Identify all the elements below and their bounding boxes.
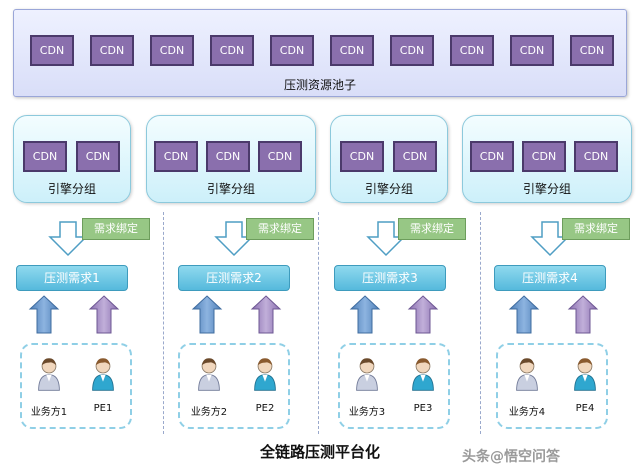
team-group-1: 业务方1 PE1: [20, 343, 132, 429]
watermark: 头条@悟空问答: [462, 449, 560, 465]
down-arrow-icon: [530, 221, 570, 257]
pe-label: PE3: [413, 403, 433, 414]
group-cdn-node: CDN: [23, 141, 67, 172]
pool-cdn-node: CDN: [330, 35, 374, 66]
pool-cdn-node: CDN: [90, 35, 134, 66]
up-arrow-icon: [191, 295, 223, 334]
business-person-icon: [196, 355, 222, 391]
up-arrow-icon: [407, 295, 439, 334]
binding-tag-1: 需求绑定: [82, 218, 150, 240]
pe-engineer-icon: [252, 355, 278, 391]
business-label: 业务方3: [348, 407, 386, 418]
business-label: 业务方1: [30, 407, 68, 418]
up-arrow-icon: [567, 295, 599, 334]
pool-cdn-node: CDN: [510, 35, 554, 66]
stress-request-1: 压测需求1: [16, 265, 128, 291]
pe-engineer-icon: [410, 355, 436, 391]
pool-cdn-node: CDN: [270, 35, 314, 66]
group-cdn-node: CDN: [206, 141, 250, 172]
up-arrow-icon: [28, 295, 60, 334]
down-arrow-icon: [48, 221, 88, 257]
column-divider: [318, 212, 319, 434]
business-label: 业务方2: [190, 407, 228, 418]
team-group-4: 业务方4 PE4: [496, 343, 608, 429]
up-arrow-icon: [250, 295, 282, 334]
pool-cdn-node: CDN: [570, 35, 614, 66]
engine-group-label: 引擎分组: [47, 182, 96, 196]
up-arrow-icon: [508, 295, 540, 334]
engine-group-1: CDN CDN 引擎分组: [13, 115, 131, 203]
pe-engineer-icon: [90, 355, 116, 391]
engine-group-label: 引擎分组: [364, 182, 413, 196]
engine-group-2: CDN CDN CDN 引擎分组: [146, 115, 316, 203]
pool-cdn-node: CDN: [150, 35, 194, 66]
column-divider: [480, 212, 481, 434]
binding-tag-2: 需求绑定: [246, 218, 314, 240]
binding-tag-3: 需求绑定: [398, 218, 466, 240]
up-arrow-icon: [349, 295, 381, 334]
down-arrow-icon: [214, 221, 254, 257]
group-cdn-node: CDN: [154, 141, 198, 172]
business-person-icon: [354, 355, 380, 391]
diagram-title: 全链路压测平台化: [259, 443, 380, 461]
binding-tag-4: 需求绑定: [562, 218, 630, 240]
business-label: 业务方4: [508, 407, 546, 418]
team-group-3: 业务方3 PE3: [338, 343, 450, 429]
group-cdn-node: CDN: [340, 141, 384, 172]
pe-label: PE2: [255, 403, 275, 414]
pool-cdn-node: CDN: [390, 35, 434, 66]
team-group-2: 业务方2 PE2: [178, 343, 290, 429]
engine-group-3: CDN CDN 引擎分组: [330, 115, 448, 203]
column-divider: [163, 212, 164, 434]
business-person-icon: [514, 355, 540, 391]
stress-request-4: 压测需求4: [494, 265, 606, 291]
pool-label: 压测资源池子: [283, 78, 356, 92]
group-cdn-node: CDN: [76, 141, 120, 172]
up-arrow-icon: [88, 295, 120, 334]
stress-request-3: 压测需求3: [334, 265, 446, 291]
pe-label: PE1: [93, 403, 113, 414]
business-person-icon: [36, 355, 62, 391]
group-cdn-node: CDN: [574, 141, 618, 172]
group-cdn-node: CDN: [258, 141, 302, 172]
group-cdn-node: CDN: [470, 141, 514, 172]
group-cdn-node: CDN: [522, 141, 566, 172]
engine-group-4: CDN CDN CDN 引擎分组: [462, 115, 632, 203]
engine-group-label: 引擎分组: [206, 182, 255, 196]
stress-request-2: 压测需求2: [178, 265, 290, 291]
pool-cdn-node: CDN: [450, 35, 494, 66]
pe-label: PE4: [575, 403, 595, 414]
engine-group-label: 引擎分组: [522, 182, 571, 196]
pool-cdn-node: CDN: [210, 35, 254, 66]
stress-resource-pool: CDN CDN CDN CDN CDN CDN CDN CDN CDN CDN …: [13, 9, 627, 97]
pe-engineer-icon: [572, 355, 598, 391]
group-cdn-node: CDN: [393, 141, 437, 172]
pool-cdn-node: CDN: [30, 35, 74, 66]
down-arrow-icon: [366, 221, 406, 257]
